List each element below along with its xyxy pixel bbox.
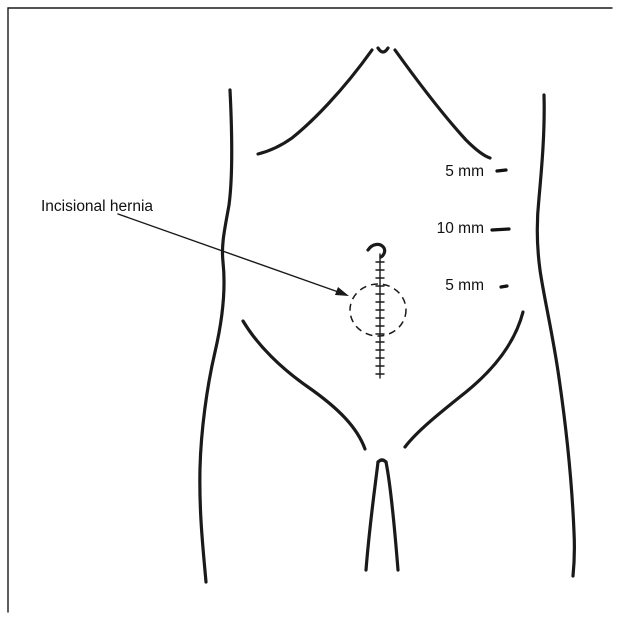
left-body-outline — [200, 90, 232, 582]
right-inner-thigh — [386, 462, 398, 570]
crotch-curve — [378, 460, 386, 462]
left-costal-margin — [258, 50, 372, 154]
port-label-10mm: 10 mm — [437, 220, 484, 237]
left-inner-thigh — [366, 462, 378, 570]
incisional-hernia-label: Incisional hernia — [41, 198, 153, 215]
port-mark-upper-5mm — [497, 170, 506, 171]
right-costal-margin — [395, 50, 490, 158]
left-inguinal-line — [243, 321, 365, 449]
hernia-pointer-line — [118, 214, 344, 294]
port-mark-10mm — [492, 229, 509, 230]
port-mark-lower-5mm — [501, 286, 507, 287]
right-inguinal-line — [405, 312, 523, 447]
xiphoid-mark — [378, 48, 388, 52]
umbilicus-mark — [368, 244, 385, 257]
right-body-outline — [537, 95, 574, 576]
hernia-pointer-arrowhead — [335, 287, 349, 296]
port-label-upper-5mm: 5 mm — [445, 163, 484, 180]
port-label-lower-5mm: 5 mm — [445, 277, 484, 294]
